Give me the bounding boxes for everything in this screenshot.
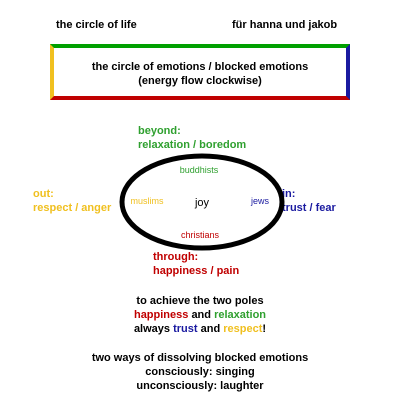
achieve-line2: happiness and relaxation xyxy=(60,308,340,322)
ways-text: two ways of dissolving blocked emotions … xyxy=(60,351,340,393)
title-box-text: the circle of emotions / blocked emotion… xyxy=(54,60,346,88)
pole-in-value: trust / fear xyxy=(282,202,336,214)
achieve-exclaim: ! xyxy=(262,323,267,335)
pole-out: out: respect / anger xyxy=(33,187,111,215)
header-right-dedication: für hanna und jakob xyxy=(232,19,338,31)
pole-in-label: in: xyxy=(282,188,296,200)
achieve-and1: and xyxy=(191,309,211,321)
ring-top-label: buddhists xyxy=(180,165,219,175)
achieve-always: always xyxy=(133,323,171,335)
ring-left-label: muslims xyxy=(131,196,164,206)
achieve-relaxation: relaxation xyxy=(214,309,267,321)
pole-in: in: trust / fear xyxy=(282,187,336,215)
achieve-text: to achieve the two poles happiness and r… xyxy=(60,294,340,336)
pole-through-label: through: xyxy=(153,251,199,263)
achieve-and2: and xyxy=(200,323,221,335)
pole-through: through: happiness / pain xyxy=(153,250,239,278)
achieve-happiness: happiness xyxy=(133,309,189,321)
title-box-line2: (energy flow clockwise) xyxy=(138,75,262,87)
achieve-line1: to achieve the two poles xyxy=(136,295,264,307)
achieve-respect: respect xyxy=(223,323,263,335)
header-left-title: the circle of life xyxy=(56,19,137,31)
pole-beyond-value: relaxation / boredom xyxy=(138,139,247,151)
pole-through-value: happiness / pain xyxy=(153,265,240,277)
pole-beyond-label: beyond: xyxy=(138,125,181,137)
ring-right-label: jews xyxy=(250,196,270,206)
ways-line2: consciously: singing xyxy=(145,366,255,378)
achieve-line3: always trust and respect! xyxy=(60,322,340,336)
title-box xyxy=(50,44,350,100)
achieve-trust: trust xyxy=(173,323,198,335)
ring-bottom-label: christians xyxy=(181,230,220,240)
ring-center-joy: joy xyxy=(194,197,210,209)
pole-beyond: beyond: relaxation / boredom xyxy=(138,124,246,152)
circle-ring xyxy=(119,153,285,251)
pole-out-label: out: xyxy=(33,188,54,200)
ways-line1: two ways of dissolving blocked emotions xyxy=(91,352,309,364)
ways-line3: unconsciously: laughter xyxy=(136,380,264,392)
pole-out-value: respect / anger xyxy=(33,202,112,214)
title-box-line1: the circle of emotions / blocked emotion… xyxy=(91,61,309,73)
